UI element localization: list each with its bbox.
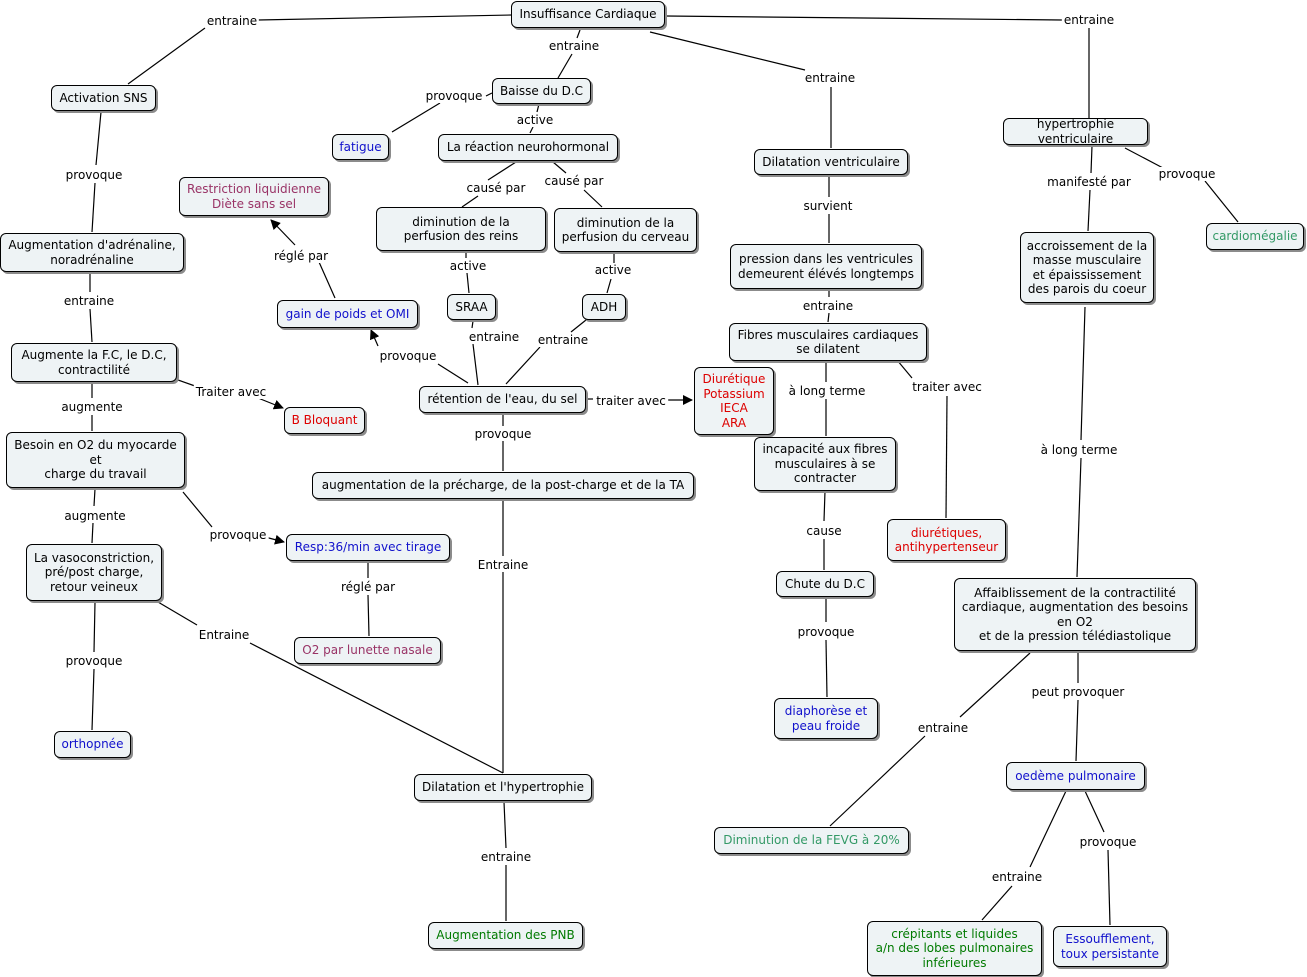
- node-chute-dc[interactable]: Chute du D.C: [776, 571, 874, 597]
- link-label: réglé par: [271, 249, 331, 263]
- link-label: provoque: [207, 528, 269, 542]
- link-label: provoque: [795, 625, 857, 639]
- link-label: entraine: [546, 39, 602, 53]
- node-diuretiques-antihypertenseur[interactable]: diurétiques, antihypertenseur: [887, 519, 1006, 561]
- node-essoufflement[interactable]: Essoufflement, toux persistante: [1053, 926, 1167, 967]
- node-perfusion-cerveau[interactable]: diminution de la perfusion du cerveau: [554, 208, 697, 252]
- node-besoin-o2[interactable]: Besoin en O2 du myocarde et charge du tr…: [6, 432, 185, 488]
- node-augmentation-adrenaline[interactable]: Augmentation d'adrénaline, noradrénaline: [0, 233, 184, 272]
- link-label: à long terme: [1038, 443, 1120, 457]
- node-augmentation-pnb[interactable]: Augmentation des PNB: [428, 922, 583, 949]
- link-label: provoque: [472, 427, 534, 441]
- link-label: entraine: [535, 333, 591, 347]
- link-label: entraine: [802, 71, 858, 85]
- link-label: provoque: [1077, 835, 1139, 849]
- link-label: provoque: [63, 168, 125, 182]
- node-diaphorese[interactable]: diaphorèse et peau froide: [774, 698, 878, 739]
- node-retention-eau-sel[interactable]: rétention de l'eau, du sel: [419, 386, 586, 413]
- link-label: provoque: [377, 349, 439, 363]
- link-label: réglé par: [338, 580, 398, 594]
- node-diminution-fevg[interactable]: Diminution de la FEVG à 20%: [714, 827, 909, 854]
- link-label: entraine: [61, 294, 117, 308]
- node-cardiomegalie[interactable]: cardiomégalie: [1206, 223, 1304, 250]
- node-perfusion-reins[interactable]: diminution de la perfusion des reins: [376, 207, 546, 251]
- node-incapacite-fibres[interactable]: incapacité aux fibres musculaires à se c…: [754, 437, 896, 491]
- node-gain-poids[interactable]: gain de poids et OMI: [277, 300, 418, 328]
- link-label: entraine: [915, 721, 971, 735]
- node-o2-lunette[interactable]: O2 par lunette nasale: [294, 637, 441, 664]
- link-label: causé par: [542, 174, 606, 188]
- link-label: augmente: [62, 509, 128, 523]
- node-oedeme-pulmonaire[interactable]: oedème pulmonaire: [1006, 762, 1145, 790]
- link-label: Entraine: [196, 628, 252, 642]
- link-label: entraine: [204, 14, 260, 28]
- node-affaiblissement-contractilite[interactable]: Affaiblissement de la contractilité card…: [954, 578, 1196, 651]
- node-fatigue[interactable]: fatigue: [332, 134, 389, 160]
- node-activation-sns[interactable]: Activation SNS: [51, 85, 156, 111]
- link-label: entraine: [478, 850, 534, 864]
- node-baisse-dc[interactable]: Baisse du D.C: [492, 78, 591, 104]
- link-label: causé par: [464, 181, 528, 195]
- link-label: traiter avec: [910, 380, 984, 394]
- link-label: entraine: [989, 870, 1045, 884]
- node-augmentation-precharge[interactable]: augmentation de la précharge, de la post…: [312, 472, 694, 499]
- node-restriction-liquidienne[interactable]: Restriction liquidienne Diète sans sel: [179, 177, 329, 216]
- link-label: à long terme: [786, 384, 868, 398]
- link-label: entraine: [800, 299, 856, 313]
- link-label: active: [592, 263, 634, 277]
- node-dilatation-ventriculaire[interactable]: Dilatation ventriculaire: [754, 149, 908, 175]
- link-label: active: [514, 113, 556, 127]
- link-label: provoque: [63, 654, 125, 668]
- link-label: cause: [804, 524, 844, 538]
- link-label: active: [447, 259, 489, 273]
- node-adh[interactable]: ADH: [582, 294, 626, 320]
- link-label: augmente: [59, 400, 125, 414]
- node-b-bloquant[interactable]: B Bloquant: [284, 407, 365, 434]
- node-augmente-fc-dc[interactable]: Augmente la F.C, le D.C, contractilité: [11, 343, 177, 382]
- link-label: provoque: [1156, 167, 1218, 181]
- node-reaction-neurohormonal[interactable]: La réaction neurohormonal: [438, 134, 618, 161]
- link-label: provoque: [423, 89, 485, 103]
- node-crepitants[interactable]: crépitants et liquides a/n des lobes pul…: [867, 921, 1042, 976]
- link-label: survient: [801, 199, 855, 213]
- node-vasoconstriction[interactable]: La vasoconstriction, pré/post charge, re…: [26, 544, 162, 601]
- link-label: manifesté par: [1045, 175, 1133, 189]
- node-dilatation-hypertrophie[interactable]: Dilatation et l'hypertrophie: [414, 774, 592, 801]
- node-sraa[interactable]: SRAA: [447, 294, 496, 320]
- link-label: entraine: [1061, 13, 1117, 27]
- node-fibres-dilatent[interactable]: Fibres musculaires cardiaques se dilaten…: [729, 323, 927, 361]
- link-label: Traiter avec: [193, 385, 269, 399]
- node-pression-ventricules[interactable]: pression dans les ventricules demeurent …: [730, 244, 922, 289]
- node-hypertrophie-ventriculaire[interactable]: hypertrophie ventriculaire: [1003, 117, 1148, 146]
- node-diuretique-ieca[interactable]: Diurétique Potassium IECA ARA: [694, 367, 774, 435]
- link-label: Entraine: [475, 558, 531, 572]
- node-accroissement-masse[interactable]: accroissement de la masse musculaire et …: [1020, 232, 1154, 303]
- node-orthopnee[interactable]: orthopnée: [54, 731, 131, 758]
- link-label: entraine: [466, 330, 522, 344]
- link-label: traiter avec: [594, 394, 668, 408]
- node-resp-tirage[interactable]: Resp:36/min avec tirage: [286, 534, 450, 561]
- node-insuffisance-cardiaque[interactable]: Insuffisance Cardiaque: [511, 1, 665, 28]
- link-label: peut provoquer: [1029, 685, 1127, 699]
